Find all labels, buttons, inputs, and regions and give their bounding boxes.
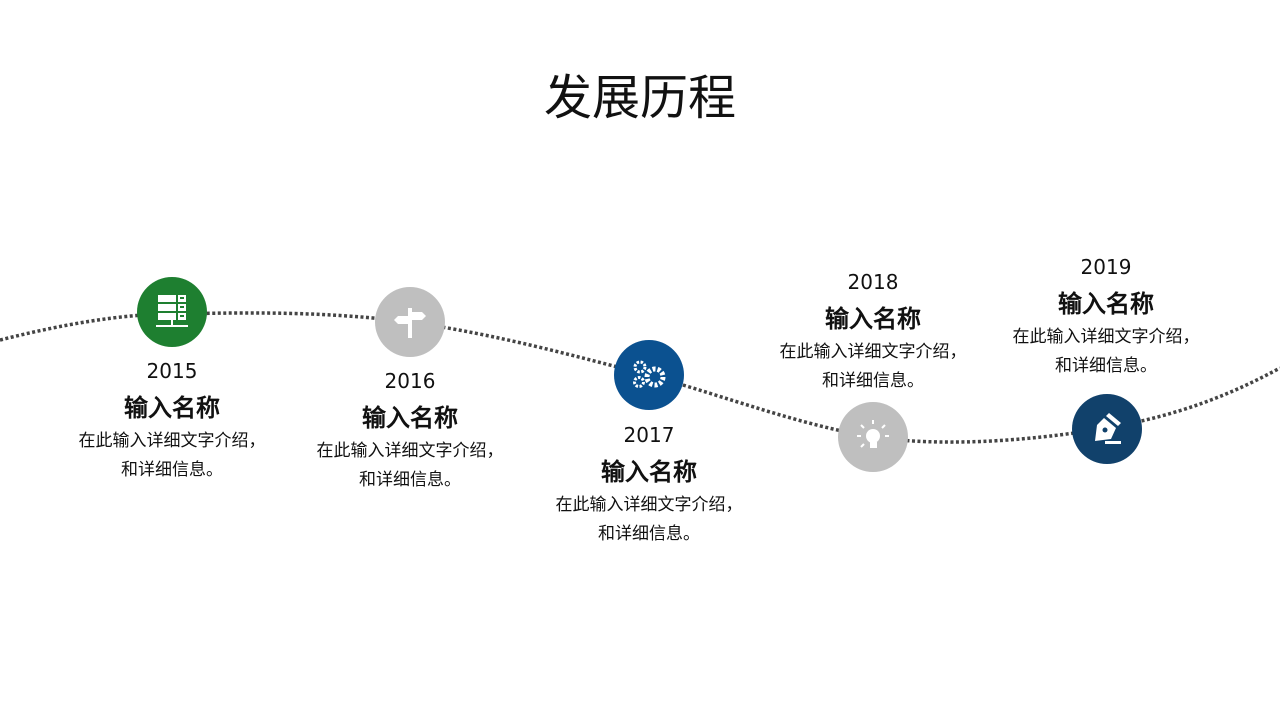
milestone-2018: 2018 输入名称 在此输入详细文字介绍， 和详细信息。 xyxy=(743,270,1003,396)
gears-icon xyxy=(633,360,666,388)
milestone-year: 2019 xyxy=(1080,255,1132,279)
page-title: 发展历程 xyxy=(543,70,736,126)
milestone-desc-line2: 和详细信息。 xyxy=(1055,356,1157,376)
milestone-desc-line1: 在此输入详细文字介绍， xyxy=(555,495,743,515)
milestone-desc-line2: 和详细信息。 xyxy=(121,460,223,480)
milestone-desc-line2: 和详细信息。 xyxy=(822,371,924,391)
milestone-2017: 2017 输入名称 在此输入详细文字介绍， 和详细信息。 xyxy=(519,423,779,549)
milestone-name: 输入名称 xyxy=(1058,290,1154,318)
milestone-2015: 2015 输入名称 在此输入详细文字介绍， 和详细信息。 xyxy=(42,359,302,485)
lightbulb-icon xyxy=(857,420,889,448)
milestone-year: 2018 xyxy=(847,270,899,294)
pen-nib-icon xyxy=(1095,413,1121,444)
milestone-desc-line1: 在此输入详细文字介绍， xyxy=(316,441,504,461)
milestone-2018-node xyxy=(838,402,908,472)
milestone-name: 输入名称 xyxy=(124,394,220,422)
milestone-desc-line1: 在此输入详细文字介绍， xyxy=(1012,327,1200,347)
milestone-desc-line1: 在此输入详细文字介绍， xyxy=(779,342,967,362)
milestone-2019: 2019 输入名称 在此输入详细文字介绍， 和详细信息。 xyxy=(976,255,1236,381)
milestone-year: 2016 xyxy=(384,369,436,393)
signpost-icon xyxy=(394,308,426,338)
milestone-name: 输入名称 xyxy=(601,458,697,486)
milestone-2016: 2016 输入名称 在此输入详细文字介绍， 和详细信息。 xyxy=(280,369,540,495)
milestone-2016-node xyxy=(375,287,445,357)
milestone-name: 输入名称 xyxy=(362,404,458,432)
milestone-name: 输入名称 xyxy=(825,305,921,333)
milestone-year: 2015 xyxy=(146,359,198,383)
milestone-desc-line1: 在此输入详细文字介绍， xyxy=(78,431,266,451)
server-icon xyxy=(156,295,188,327)
milestone-2017-node xyxy=(614,340,684,410)
milestone-desc-line2: 和详细信息。 xyxy=(598,524,700,544)
milestone-desc-line2: 和详细信息。 xyxy=(359,470,461,490)
milestone-year: 2017 xyxy=(623,423,675,447)
milestone-2019-node xyxy=(1072,394,1142,464)
milestone-2015-node xyxy=(137,277,207,347)
